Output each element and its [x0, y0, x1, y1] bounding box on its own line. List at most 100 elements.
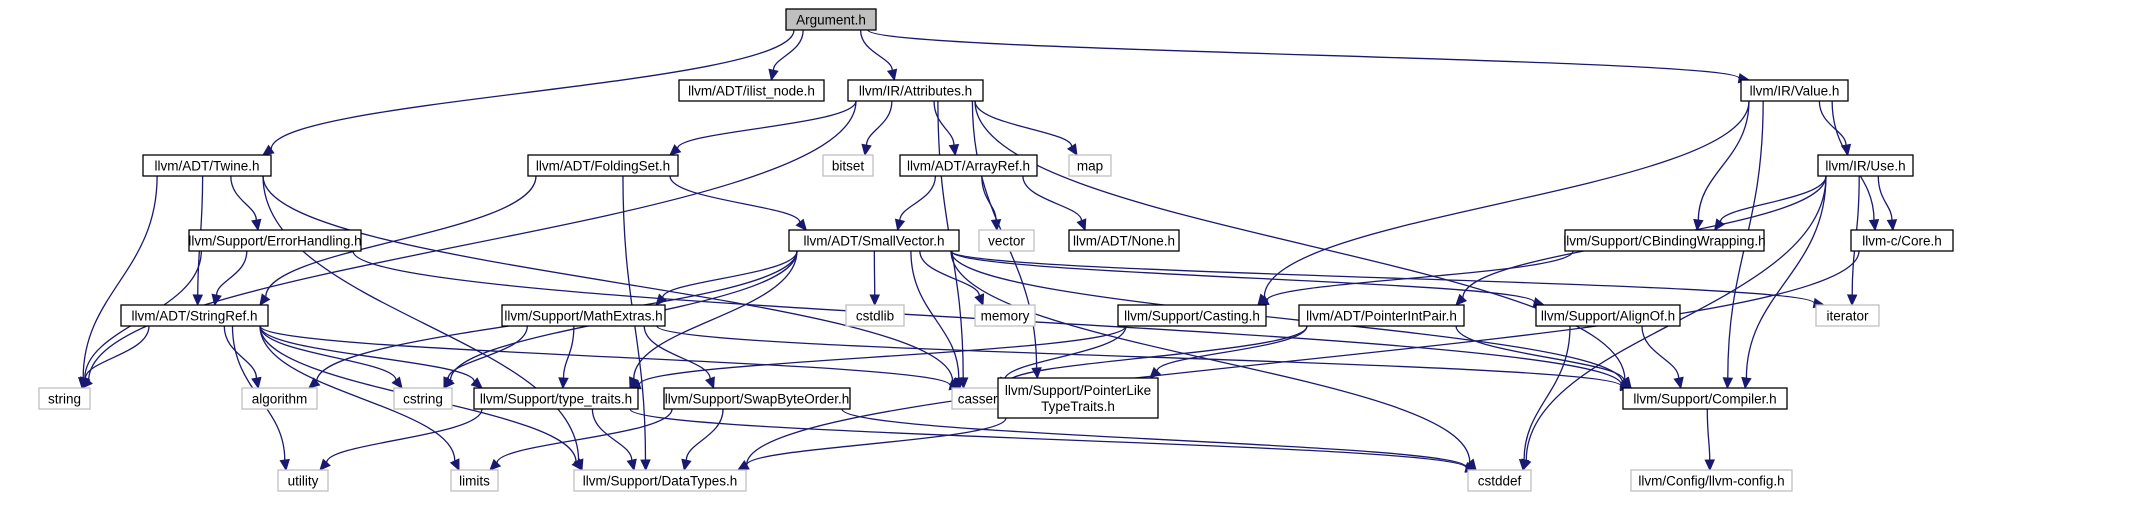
node-foldingset[interactable]: llvm/ADT/FoldingSet.h	[528, 155, 678, 176]
node-label: utility	[288, 474, 319, 489]
node-alignof[interactable]: llvm/Support/AlignOf.h	[1536, 305, 1680, 326]
node-typetraits[interactable]: llvm/Support/type_traits.h	[474, 388, 638, 409]
node-limits[interactable]: limits	[451, 470, 498, 491]
edge-smallvector-to-mathextras	[656, 251, 797, 305]
edge-line	[639, 326, 1126, 384]
node-label: Argument.h	[796, 13, 866, 28]
edge-line	[951, 251, 1622, 383]
node-use[interactable]: llvm/IR/Use.h	[1818, 155, 1913, 176]
node-iterator[interactable]: iterator	[1816, 305, 1879, 326]
edge-arrowhead	[992, 220, 1001, 230]
node-label: llvm/Support/Compiler.h	[1633, 392, 1776, 407]
node-label: llvm/ADT/Twine.h	[154, 159, 259, 174]
node-label: cassert	[958, 392, 1002, 407]
node-label: llvm/Config/llvm-config.h	[1638, 474, 1784, 489]
edge-argument-to-ilist	[769, 30, 803, 80]
nodes-layer: Argument.h llvm/ADT/ilist_node.h llvm/IR/A…	[39, 9, 1953, 491]
edge-arrowhead	[212, 294, 221, 305]
edge-line	[1524, 326, 1570, 460]
edge-line	[327, 409, 482, 463]
node-arrayref[interactable]: llvm/ADT/ArrayRef.h	[900, 155, 1037, 176]
edge-arrowhead	[1456, 295, 1466, 305]
node-errorhandling[interactable]: llvm/Support/ErrorHandling.h	[188, 230, 361, 251]
edge-line	[951, 251, 1534, 302]
edge-smallvector-to-alignof	[951, 251, 1544, 307]
edge-line	[217, 251, 247, 295]
edge-smallvector-to-cstdlib	[870, 251, 879, 305]
edge-compiler-to-llvmconfig	[1705, 409, 1714, 470]
node-label: llvm/Support/ErrorHandling.h	[188, 234, 361, 249]
edge-arrowhead	[280, 460, 289, 470]
node-attributes[interactable]: llvm/IR/Attributes.h	[848, 80, 983, 101]
node-label: iterator	[1826, 309, 1869, 324]
node-label: llvm-c/Core.h	[1862, 234, 1942, 249]
edge-arrowhead	[1077, 219, 1085, 230]
edge-typetraits-to-datatypes	[592, 409, 636, 470]
node-label: llvm/ADT/StringRef.h	[131, 309, 257, 324]
node-compiler[interactable]: llvm/Support/Compiler.h	[1623, 388, 1787, 409]
node-label: map	[1077, 159, 1103, 174]
edge-arrowhead	[870, 295, 879, 305]
node-string[interactable]: string	[39, 388, 90, 409]
edge-errorhandling-to-stringref	[212, 251, 247, 305]
edge-arrowhead	[796, 219, 806, 230]
edge-smallvector-to-cstddef	[951, 251, 1476, 470]
node-stringref[interactable]: llvm/ADT/StringRef.h	[121, 305, 268, 326]
node-pointerintpair[interactable]: llvm/ADT/PointerIntPair.h	[1299, 305, 1464, 326]
edge-arrowhead	[1723, 378, 1732, 388]
node-cstdlib[interactable]: cstdlib	[846, 305, 904, 326]
node-cstring[interactable]: cstring	[394, 388, 452, 409]
node-cbinding[interactable]: llvm/Support/CBindingWrapping.h	[1563, 230, 1765, 251]
edge-arrowhead	[656, 295, 666, 305]
node-cstddef[interactable]: cstddef	[1468, 470, 1531, 491]
node-label: vector	[988, 234, 1025, 249]
node-label: llvm/ADT/ilist_node.h	[688, 84, 815, 99]
node-twine[interactable]: llvm/ADT/Twine.h	[143, 155, 271, 176]
node-memory[interactable]: memory	[975, 305, 1035, 326]
node-ilist[interactable]: llvm/ADT/ilist_node.h	[679, 80, 824, 101]
node-vector[interactable]: vector	[979, 230, 1034, 251]
node-label: llvm/ADT/FoldingSet.h	[536, 159, 670, 174]
node-datatypes[interactable]: llvm/Support/DataTypes.h	[574, 470, 746, 491]
edge-value-to-use	[1819, 101, 1850, 155]
node-none[interactable]: llvm/ADT/None.h	[1069, 230, 1179, 251]
edge-line	[1264, 101, 1749, 297]
edge-foldingset-to-smallvector	[670, 176, 806, 230]
edge-arrowhead	[949, 145, 958, 155]
edge-line	[263, 176, 953, 381]
node-utility[interactable]: utility	[278, 470, 328, 491]
edge-line	[920, 251, 980, 296]
edge-line	[900, 176, 936, 220]
edge-line	[934, 101, 954, 145]
node-label: llvm/ADT/SmallVector.h	[803, 234, 944, 249]
edge-arrowhead	[1742, 378, 1751, 388]
node-value[interactable]: llvm/IR/Value.h	[1741, 80, 1848, 101]
edge-argument-to-attributes	[861, 30, 897, 80]
edge-line	[1642, 326, 1679, 378]
node-smallvector[interactable]: llvm/ADT/SmallVector.h	[789, 230, 959, 251]
edge-arrowhead	[641, 460, 650, 470]
edge-arrowhead	[392, 377, 402, 388]
node-label: cstring	[403, 392, 443, 407]
node-casting[interactable]: llvm/Support/Casting.h	[1118, 305, 1266, 326]
node-mathextras[interactable]: llvm/Support/MathExtras.h	[502, 305, 665, 326]
node-core[interactable]: llvm-c/Core.h	[1851, 230, 1953, 251]
node-bitset[interactable]: bitset	[823, 155, 873, 176]
node-map[interactable]: map	[1069, 155, 1111, 176]
edge-arrowhead	[1674, 377, 1683, 388]
edge-use-to-core	[1878, 176, 1896, 230]
node-llvmconfig[interactable]: llvm/Config/llvm-config.h	[1631, 470, 1792, 491]
edge-line	[563, 326, 573, 378]
node-algorithm[interactable]: algorithm	[242, 388, 317, 409]
edge-line	[686, 409, 723, 460]
edge-arrowhead	[320, 460, 330, 470]
edge-arrowhead	[1848, 295, 1857, 305]
edge-arrowhead	[1068, 144, 1077, 155]
edge-line	[1720, 176, 1826, 222]
node-label: TypeTraits.h	[1041, 399, 1115, 414]
edge-arrowhead	[260, 294, 269, 305]
node-swapbyteorder[interactable]: llvm/Support/SwapByteOrder.h	[664, 388, 850, 409]
edge-line	[1698, 101, 1749, 220]
